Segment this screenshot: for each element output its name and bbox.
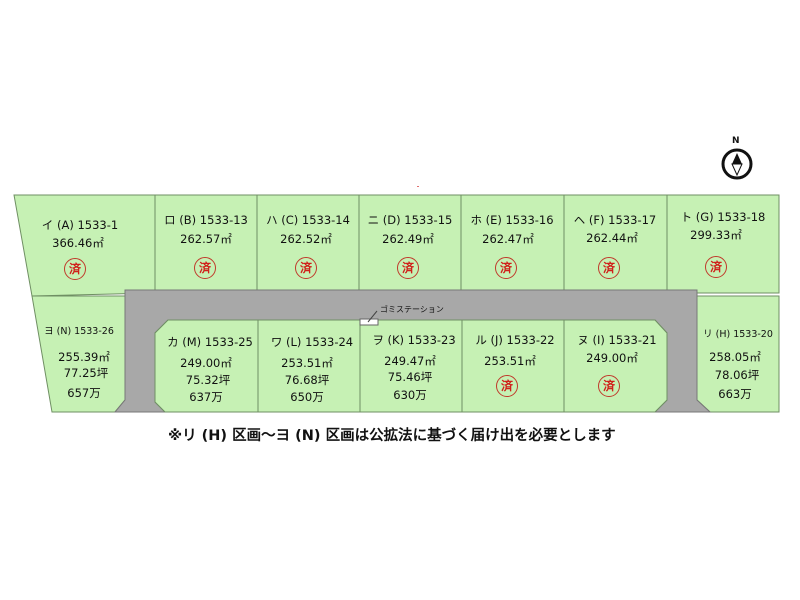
lot-price: 630万 [393, 388, 427, 402]
lot-area: 262.52㎡ [280, 232, 332, 246]
garbage-station-label: ゴミステーション [380, 305, 444, 314]
lot-area: 262.47㎡ [482, 232, 534, 246]
lot-label: カ (M) 1533-25 [167, 335, 253, 349]
lot-to [666, 194, 780, 294]
lot-price: 657万 [67, 386, 101, 400]
sold-stamp: 済 [496, 375, 518, 397]
lot-label: イ (A) 1533-1 [41, 218, 119, 232]
sold-stamp: 済 [295, 257, 317, 279]
lot-tsubo: 76.68坪 [284, 373, 330, 387]
sold-stamp: 済 [194, 257, 216, 279]
lot-area: 262.44㎡ [586, 231, 638, 245]
lot-tsubo: 77.25坪 [63, 366, 109, 380]
compass-icon [721, 148, 753, 180]
lot-area: 249.00㎡ [586, 351, 638, 365]
lot-label: ル (J) 1533-22 [475, 333, 555, 347]
lot-label: ロ (B) 1533-13 [164, 213, 248, 227]
lot-label: ワ (L) 1533-24 [270, 335, 354, 349]
lot-wo [359, 319, 463, 413]
lot-label: リ (H) 1533-20 [703, 329, 773, 340]
lot-label: ホ (E) 1533-16 [470, 213, 554, 227]
lot-area: 249.47㎡ [384, 354, 436, 368]
lot-label: ニ (D) 1533-15 [367, 213, 453, 227]
lot-area: 249.00㎡ [180, 356, 232, 370]
lot-label: ヲ (K) 1533-23 [372, 333, 456, 347]
sold-stamp: 済 [64, 258, 86, 280]
lot-ru [461, 319, 565, 413]
lot-area: 299.33㎡ [690, 228, 742, 242]
lot-tsubo: 75.32坪 [185, 373, 231, 387]
lot-area: 253.51㎡ [484, 354, 536, 368]
lot-price: 663万 [718, 387, 752, 401]
compass: N [720, 136, 756, 182]
lot-wa [257, 319, 361, 413]
lot-label: ハ (C) 1533-14 [266, 213, 350, 227]
lot-label: ヌ (I) 1533-21 [577, 333, 657, 347]
compass-north-label: N [732, 136, 740, 146]
sold-stamp: 済 [397, 257, 419, 279]
lot-tsubo: 78.06坪 [714, 368, 760, 382]
garbage-station-box [359, 318, 379, 326]
legal-notice: ※リ (H) 区画〜ヨ (N) 区画は公拡法に基づく届け出を必要とします [168, 428, 616, 444]
lot-area: 253.51㎡ [281, 356, 333, 370]
sold-stamp: 済 [495, 257, 517, 279]
sold-stamp: 済 [598, 375, 620, 397]
lot-area: 366.46㎡ [52, 236, 104, 250]
lot-label: ヘ (F) 1533-17 [573, 213, 657, 227]
lot-label: ト (G) 1533-18 [680, 210, 766, 224]
lot-nu [563, 319, 668, 413]
garbage-station-leader [367, 310, 378, 323]
lot-label: ヨ (N) 1533-26 [44, 326, 114, 337]
lot-area: 262.49㎡ [382, 232, 434, 246]
lot-area: 262.57㎡ [180, 232, 232, 246]
lot-area: 255.39㎡ [58, 350, 110, 364]
lot-price: 650万 [290, 390, 324, 404]
lot-tsubo: 75.46坪 [387, 370, 433, 384]
sold-stamp: 済 [705, 256, 727, 278]
sold-stamp: 済 [598, 257, 620, 279]
lot-area: 258.05㎡ [709, 350, 761, 364]
lot-price: 637万 [189, 390, 223, 404]
